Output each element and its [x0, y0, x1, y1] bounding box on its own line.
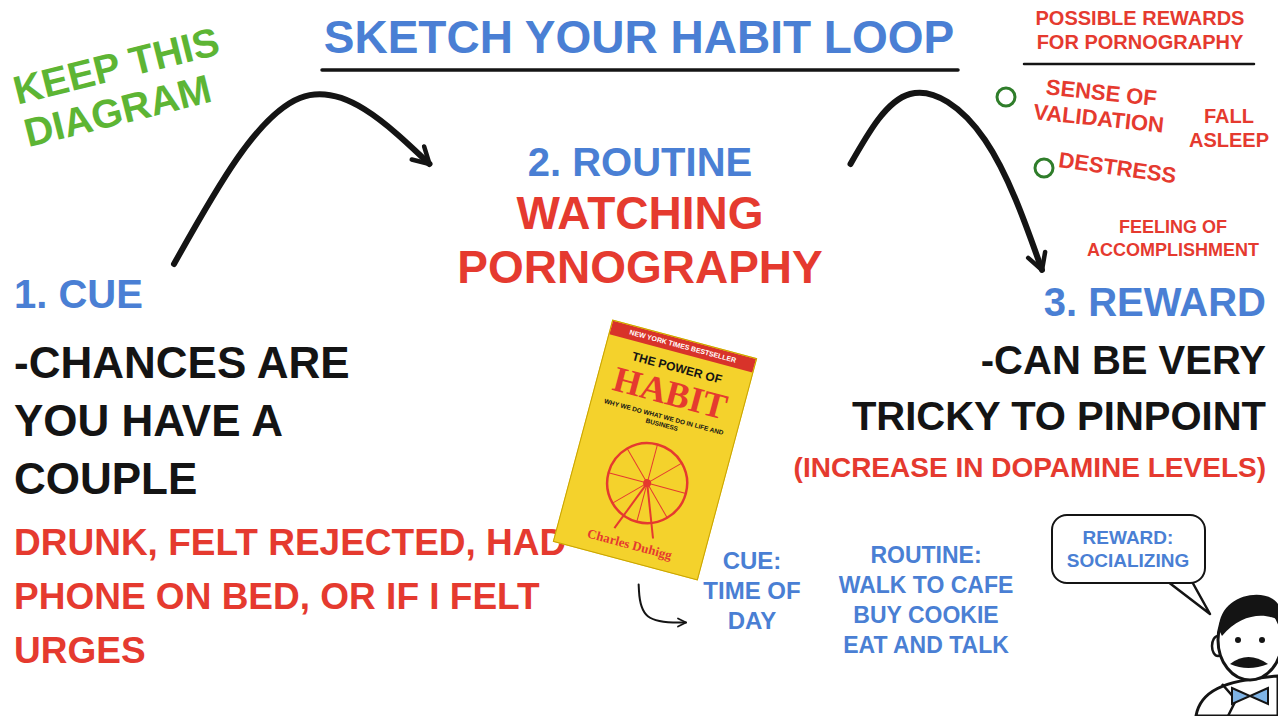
loop-arrow: [851, 93, 1043, 270]
label-holder: DESTRESS: [1057, 147, 1189, 191]
speech-bubble: REWARD: SOCIALIZING: [1051, 514, 1206, 584]
step-note: -CHANCES ARE YOU HAVE A COUPLE: [14, 334, 404, 508]
cartoon-man: [1196, 595, 1278, 716]
wheel-spoke: [640, 483, 675, 518]
book-author: Charles Duhigg: [554, 518, 703, 579]
label-holder: ROUTINE: WALK TO CAFE BUY COOKIE EAT AND…: [835, 540, 1017, 660]
routine-step: 2. ROUTINEWATCHING PORNOGRAPHY: [440, 138, 841, 294]
wheel-spoke: [647, 444, 657, 483]
man-eye: [1259, 637, 1265, 643]
example-step: CUE: TIME OF DAY: [695, 546, 810, 636]
man-suit: [1196, 676, 1278, 716]
bubble-text: REWARD: SOCIALIZING: [1065, 526, 1191, 572]
step-heading: 3. REWARD: [792, 278, 1266, 326]
wheel-spoke: [647, 456, 682, 491]
man-eye: [1235, 637, 1241, 643]
man-hair: [1219, 595, 1278, 636]
example-list: DRUNK, FELT REJECTED, HAD PHONE ON BED, …: [14, 516, 574, 678]
man-mustache: [1230, 657, 1268, 668]
man-bow-tie: [1250, 688, 1268, 704]
example-step: ROUTINE: WALK TO CAFE BUY COOKIE EAT AND…: [835, 540, 1017, 660]
step-heading: 2. ROUTINE: [440, 138, 841, 186]
label-holder: FALL ASLEEP: [1186, 104, 1272, 152]
pointer-arrow: [639, 584, 686, 622]
step-note: -CAN BE VERY TRICKY TO PINPOINT: [826, 332, 1266, 444]
label-holder: FEELING OF ACCOMPLISHMENT: [1078, 216, 1268, 262]
reward-option: SENSE OF VALIDATION: [1018, 72, 1183, 140]
reward-option: FALL ASLEEP: [1186, 104, 1272, 152]
step-note: (INCREASE IN DOPAMINE LEVELS): [792, 450, 1266, 486]
step-content: WATCHING PORNOGRAPHY: [440, 186, 840, 294]
label-holder: POSSIBLE REWARDS FOR PORNOGRAPHY: [1022, 6, 1258, 54]
selection-ring: [1035, 159, 1053, 177]
example-cue: CUE: TIME OF DAY: [694, 546, 810, 636]
wheel-stand: [634, 483, 667, 538]
cue-step: 1. CUE-CHANCES ARE YOU HAVE A COUPLEDRUN…: [14, 270, 575, 678]
note-text: KEEP THIS DIAGRAM: [9, 13, 258, 155]
man-bow-tie: [1232, 688, 1250, 704]
reward-option: DESTRESS: [1057, 147, 1189, 191]
loop-arrow: [174, 94, 430, 264]
rewards-underline: [1024, 63, 1254, 66]
list-heading: POSSIBLE REWARDS FOR PORNOGRAPHY: [1022, 6, 1258, 54]
label-holder: SENSE OF VALIDATION: [1018, 72, 1183, 140]
reward-option: FEELING OF ACCOMPLISHMENT: [1078, 216, 1268, 262]
wheel-spoke: [609, 473, 648, 483]
selection-ring: [997, 88, 1015, 106]
wheel-spoke: [620, 448, 655, 483]
wheel-spoke: [647, 483, 686, 493]
wheel-stand: [614, 478, 647, 533]
title-underline: [322, 68, 958, 72]
book-cover: NEW YORK TIMES BESTSELLERTHE POWER OFHAB…: [553, 320, 757, 581]
label-holder: KEEP THIS DIAGRAM: [9, 13, 258, 155]
wheel-rim: [598, 434, 696, 532]
reward-step: 3. REWARD -CAN BE VERY TRICKY TO PINPOINT…: [792, 278, 1266, 486]
